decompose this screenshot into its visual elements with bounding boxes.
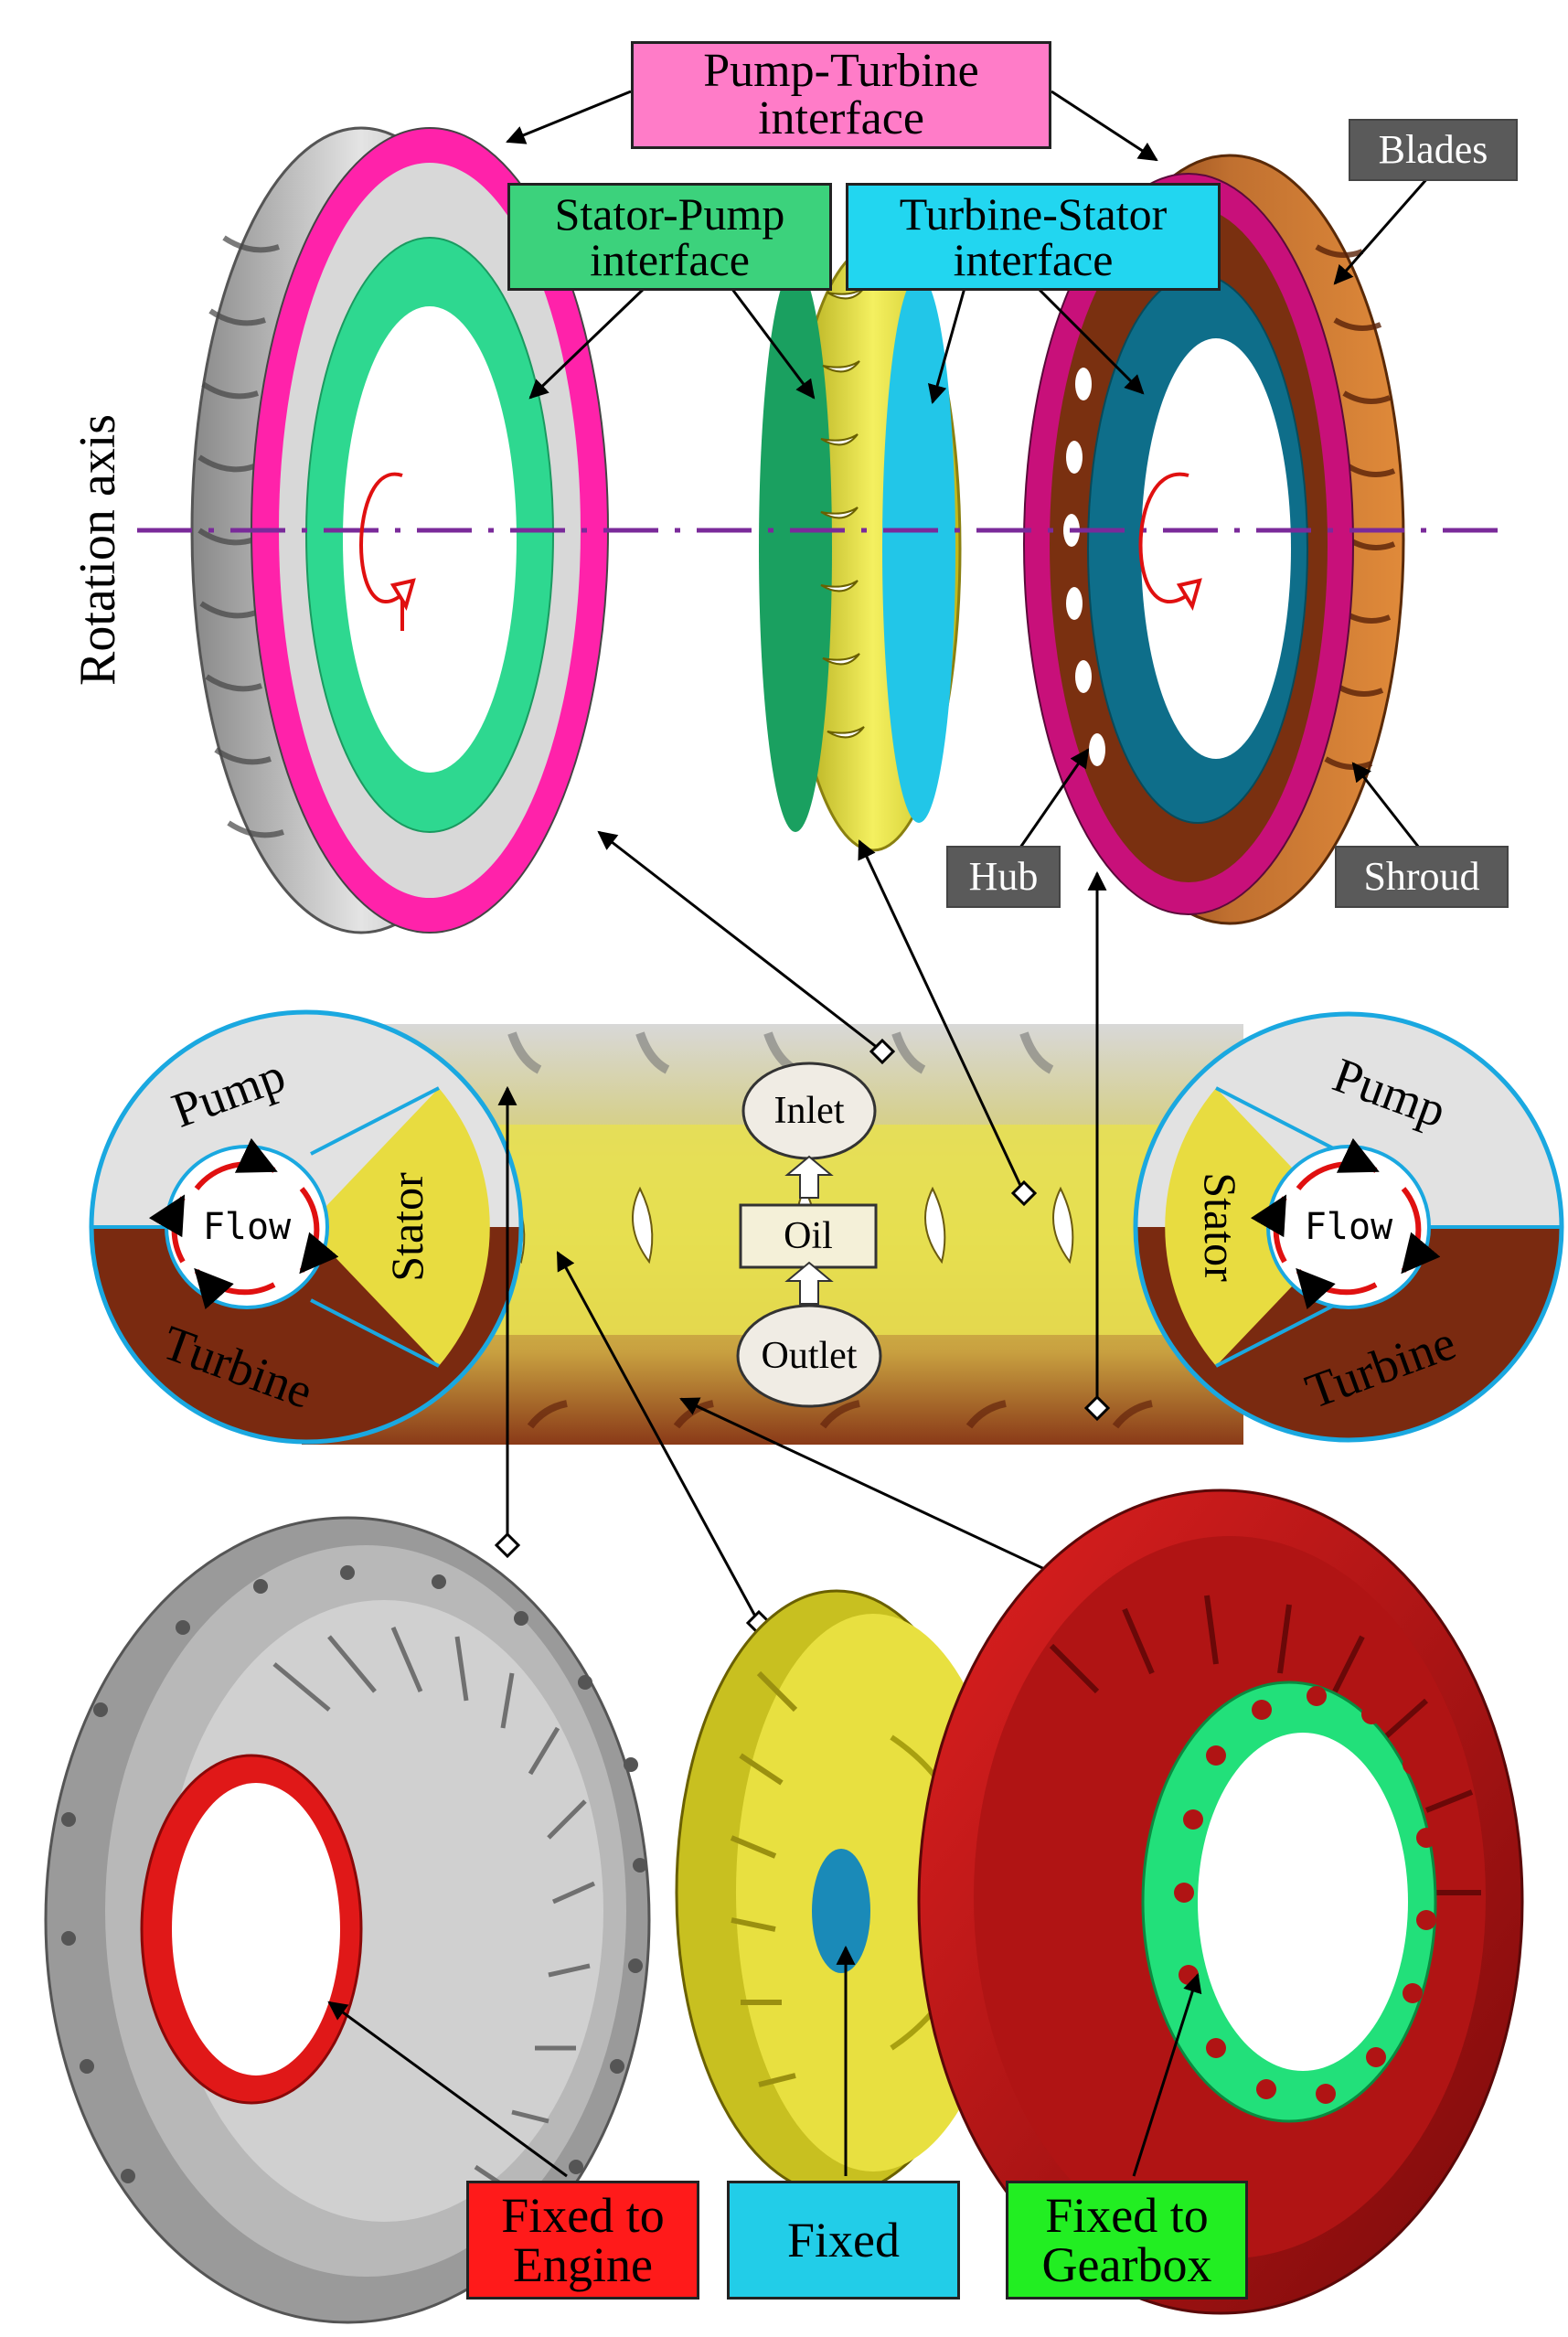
outlet-label: Outlet bbox=[761, 1335, 858, 1377]
turbine-torus bbox=[1023, 154, 1405, 925]
blades-label: Blades bbox=[1349, 119, 1518, 181]
fixed-to-gearbox-label: Fixed to Gearbox bbox=[1006, 2181, 1248, 2300]
oil-label: Oil bbox=[784, 1215, 833, 1257]
pump-housing bbox=[44, 1516, 651, 2324]
stator-ring bbox=[759, 245, 962, 852]
turbine-housing bbox=[917, 1489, 1524, 2315]
stator-left-label: Stator bbox=[381, 1172, 432, 1282]
inlet-label: Inlet bbox=[773, 1090, 845, 1132]
left-section-circle bbox=[89, 1009, 524, 1445]
stator-pump-interface-label: Stator-Pump interface bbox=[507, 183, 832, 291]
right-section-circle bbox=[1133, 1011, 1564, 1443]
rotation-arrow-right bbox=[1138, 472, 1202, 611]
connector-lines bbox=[497, 830, 1112, 1624]
pump-torus bbox=[190, 126, 609, 934]
turbine-stator-interface-label: Turbine-Stator interface bbox=[846, 183, 1221, 291]
fixed-label: Fixed bbox=[727, 2181, 960, 2300]
stator-right-label: Stator bbox=[1195, 1172, 1246, 1282]
oil-flow-diagram bbox=[736, 1062, 882, 1408]
bottom-callout-arrows bbox=[327, 1945, 1202, 2178]
flow-right-label: Flow bbox=[1304, 1206, 1393, 1248]
pump-turbine-interface-label: Pump-Turbine interface bbox=[631, 41, 1051, 149]
rotation-axis-label: Rotation axis bbox=[69, 413, 126, 686]
rotation-arrow-left bbox=[359, 472, 416, 631]
hub-label: Hub bbox=[946, 846, 1061, 908]
shroud-label: Shroud bbox=[1335, 846, 1509, 908]
flow-left-label: Flow bbox=[202, 1206, 292, 1248]
fixed-to-engine-label: Fixed to Engine bbox=[466, 2181, 699, 2300]
